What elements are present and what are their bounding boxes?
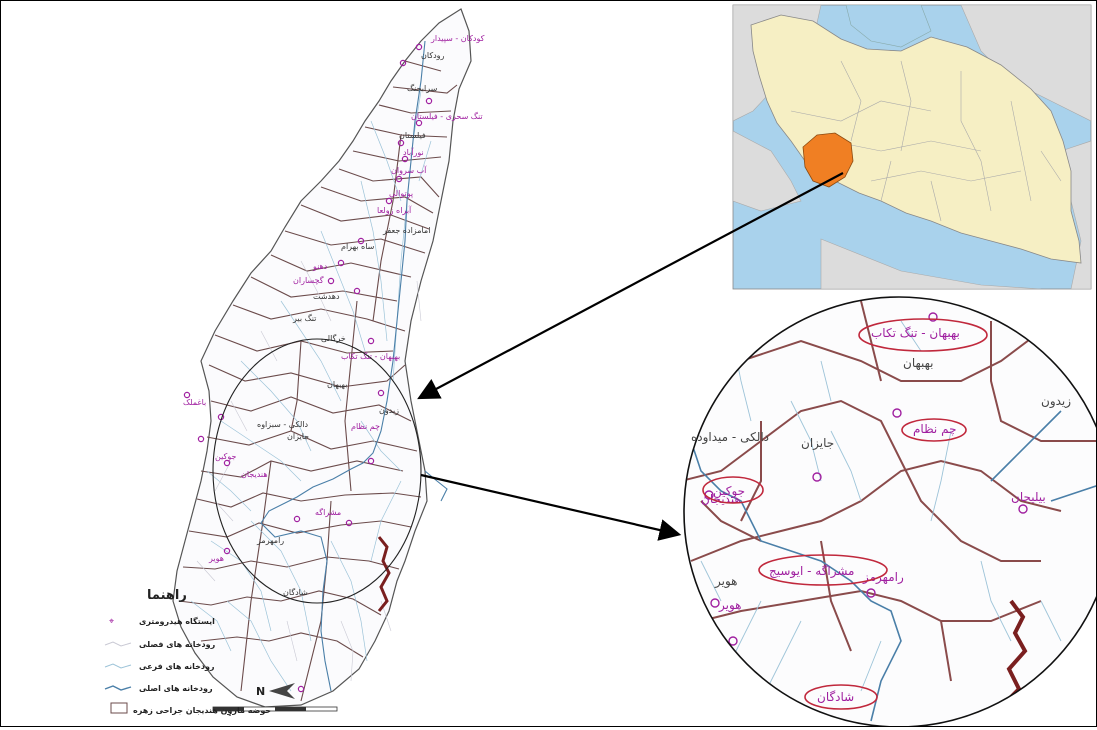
station-label: هندیجان xyxy=(241,470,268,479)
legend-item-seasonal-river: رودخانه های فصلی xyxy=(104,640,216,649)
legend: راهنما ⌖ ایستگاه هیدرومتری رودخانه های ف… xyxy=(104,588,271,717)
svg-text:ایستگاه هیدرومتری: ایستگاه هیدرومتری xyxy=(139,616,215,626)
station-label: تنگ سحری - فیلستان xyxy=(411,111,483,121)
svg-text:N: N xyxy=(256,685,265,698)
town-label: رودکان xyxy=(421,51,445,60)
zoom-town-label: دالکی - میداوده xyxy=(691,430,769,445)
main-river xyxy=(260,40,426,692)
station-label: کودکان - سپیدار xyxy=(430,34,485,43)
basin-map: کودکان - سپیدار رودکان سرابجنگ تنگ سحری … xyxy=(172,8,485,712)
town-label: دهدشت xyxy=(313,292,340,301)
station-label: آبراه زولعا xyxy=(377,205,412,215)
legend-item-station: ⌖ ایستگاه هیدرومتری xyxy=(109,616,215,627)
zoom-detail-map: بهبهان - تنگ تکاب چم نظام جوکین مشراگه -… xyxy=(683,296,1097,728)
town-label: دالکی - سبزاوه xyxy=(257,420,309,429)
inset-link-arrow xyxy=(417,172,844,400)
basin-outline xyxy=(172,8,472,708)
legend-item-tributary-river: رودخانه های فرعی xyxy=(104,662,215,671)
zoom-tributaries xyxy=(700,320,1062,702)
iran-inset-map xyxy=(732,4,1092,290)
station-label: مشراگه xyxy=(315,507,341,517)
zoom-station-markers xyxy=(704,312,1028,646)
station-label: باغملک xyxy=(183,398,206,407)
scale-bar xyxy=(212,706,338,712)
station-label: دهنو xyxy=(312,262,328,271)
svg-text:⌖: ⌖ xyxy=(109,617,114,627)
town-label: امامزاده جعفر xyxy=(382,226,430,235)
zoom-station-label: مشراگه - ایوسیج xyxy=(769,564,855,579)
station-label: نورآباد xyxy=(403,147,424,157)
station-label: بهبهان - تنگ تکاب xyxy=(341,351,400,361)
north-arrow: N xyxy=(256,683,295,699)
zoom-town-label: هویر xyxy=(714,574,738,589)
svg-text:رودخانه های فصلی: رودخانه های فصلی xyxy=(139,640,216,649)
station-labels: کودکان - سپیدار رودکان سرابجنگ تنگ سحری … xyxy=(183,34,485,597)
town-label: بهبهان xyxy=(327,380,347,389)
iran-outline xyxy=(750,14,1082,264)
legend-title: راهنما xyxy=(147,588,187,603)
town-label: رامهرمز xyxy=(256,536,284,545)
zoom-town-label: زیدون xyxy=(1041,394,1071,409)
station-label: آب سروان xyxy=(391,165,427,175)
zoom-station-label: چم نظام xyxy=(913,422,957,436)
svg-text:حوضه ماروِن هندیجان جراحی زهره: حوضه ماروِن هندیجان جراحی زهره xyxy=(133,706,271,717)
station-label: گچساران xyxy=(293,275,324,285)
station-markers xyxy=(183,43,433,693)
station-label: چم نظام xyxy=(351,422,380,431)
zoom-wetland xyxy=(1003,599,1028,705)
town-label: سرابجنگ xyxy=(407,83,438,93)
town-label: خرگالی xyxy=(321,333,346,343)
legend-item-main-river: رودخانه های اصلی xyxy=(104,684,213,693)
station-highlight-ellipses xyxy=(702,318,988,710)
zoom-labels: بهبهان - تنگ تکاب چم نظام جوکین مشراگه -… xyxy=(691,326,1071,704)
tributary-rivers xyxy=(190,90,432,692)
zoom-town-label: جایزان xyxy=(801,436,834,451)
station-label: پوتوالی xyxy=(389,189,413,198)
town-label: جایزان xyxy=(287,432,309,441)
zoom-station-label: بهبهان - تنگ تکاب xyxy=(871,326,960,340)
legend-item-basin: حوضه ماروِن هندیجان جراحی زهره xyxy=(110,702,271,717)
town-label: ساه بهرام xyxy=(341,242,375,251)
station-label: جوکین xyxy=(215,452,236,461)
zoom-town-label: بهبهان xyxy=(903,356,934,370)
zoom-basin-lines xyxy=(684,300,1097,682)
wetland-feature xyxy=(377,536,391,612)
town-label: شادگان xyxy=(283,587,308,597)
zoom-town-label: هندیجان xyxy=(701,492,741,506)
zoom-town-label: رامهرمز xyxy=(862,570,904,585)
main-river-east xyxy=(424,470,448,502)
svg-text:رودخانه های اصلی: رودخانه های اصلی xyxy=(139,684,213,693)
focus-circle xyxy=(212,338,422,604)
zoom-town-label: هویر xyxy=(718,598,742,613)
zoom-station-label: شادگان xyxy=(817,690,854,704)
svg-text:رودخانه های فرعی: رودخانه های فرعی xyxy=(139,662,215,671)
station-label: هویر xyxy=(208,554,224,563)
seasonal-rivers xyxy=(196,260,422,682)
zoom-station-label: جوکین xyxy=(713,484,745,499)
town-label: فیلستان xyxy=(399,131,426,140)
zoom-town-label: بیلیجان xyxy=(1011,490,1046,504)
town-label: زیدون xyxy=(379,406,399,415)
town-label: تنگ بیر xyxy=(292,313,316,323)
zoom-link-arrow xyxy=(420,473,682,541)
